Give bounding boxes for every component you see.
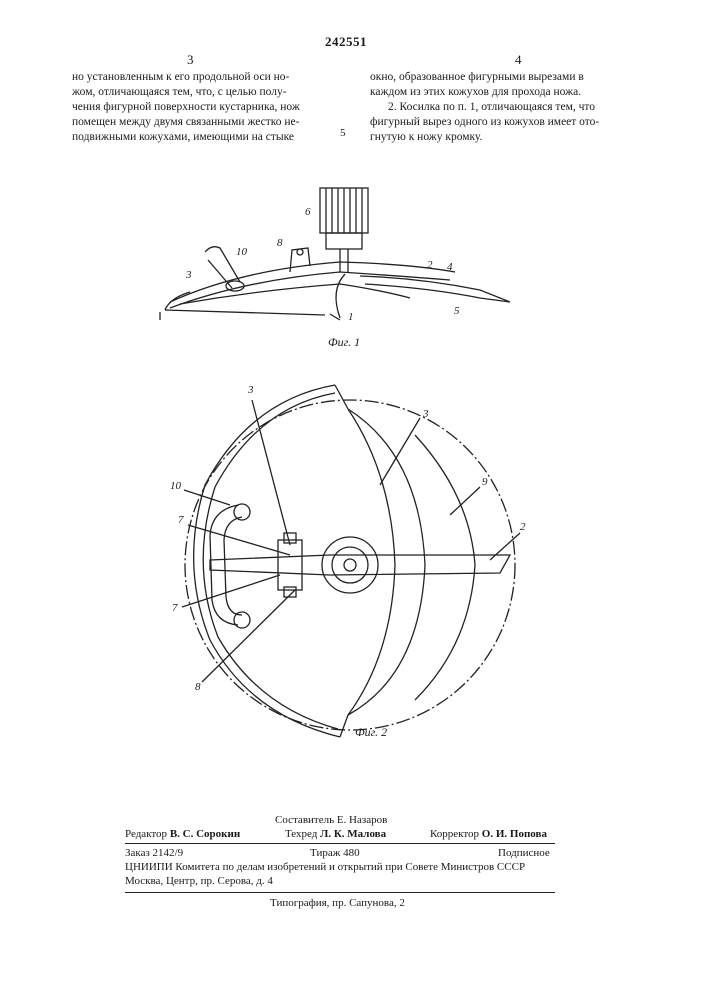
left-column-number: 3 (187, 52, 194, 68)
patent-number: 242551 (325, 34, 367, 50)
fig2-label-3b: 3 (422, 408, 429, 420)
address-line: Москва, Центр, пр. Серова, д. 4 (125, 874, 273, 888)
footer-divider-2 (125, 892, 555, 893)
line-marker: 5 (340, 127, 346, 139)
figure-2-caption: Фиг. 2 (355, 725, 387, 740)
fig1-label-5: 5 (454, 305, 460, 317)
fig1-label-3: 3 (185, 269, 192, 281)
right-line-1: окно, образованное фигурными вырезами в (370, 70, 625, 85)
fig2-label-9: 9 (482, 476, 488, 488)
fig1-label-2: 2 (427, 259, 433, 271)
order-number: Заказ 2142/9 (125, 846, 183, 860)
techred-label: Техред (285, 828, 317, 840)
subscription: Подписное (498, 846, 550, 860)
fig2-label-3a: 3 (247, 384, 254, 396)
left-line-4: помещен между двумя связанными жестко не… (72, 115, 327, 130)
fig2-label-10: 10 (170, 480, 182, 492)
left-line-2: жом, отличающаяся тем, что, с целью полу… (72, 85, 327, 100)
figure-1-caption: Фиг. 1 (328, 335, 360, 350)
fig2-label-8: 8 (195, 681, 201, 693)
fig2-label-7b: 7 (172, 602, 178, 614)
editor-label: Редактор (125, 828, 167, 840)
editor-name: В. С. Сорокин (170, 828, 240, 840)
left-line-5: подвижными кожухами, имеющими на стыке (72, 130, 327, 145)
right-column-number: 4 (515, 52, 522, 68)
outer-circle (185, 400, 515, 730)
fig2-label-2: 2 (520, 521, 526, 533)
left-column: но установленным к его продольной оси но… (72, 70, 327, 145)
editor-line: Редактор В. С. Сорокин (125, 827, 240, 841)
fig1-label-4: 4 (447, 261, 453, 273)
corrector-line: Корректор О. И. Попова (430, 827, 547, 841)
printing-line: Типография, пр. Сапунова, 2 (270, 896, 405, 910)
techred-name: Л. К. Малова (320, 828, 386, 840)
right-column: окно, образованное фигурными вырезами в … (370, 70, 625, 145)
footer-divider (125, 843, 555, 844)
figure-2-drawing: 3 3 9 10 7 2 7 8 (170, 375, 530, 750)
compiler-line: Составитель Е. Назаров (275, 813, 387, 827)
fig2-label-7a: 7 (178, 514, 184, 526)
techred-line: Техред Л. К. Малова (285, 827, 386, 841)
right-line-5: гнутую к ножу кромку. (370, 130, 625, 145)
institute-line: ЦНИИПИ Комитета по делам изобретений и о… (125, 860, 525, 874)
right-line-4: фигурный вырез одного из кожухов имеет о… (370, 115, 625, 130)
fig1-label-6: 6 (305, 206, 311, 218)
right-line-2: каждом из этих кожухов для прохода ножа. (370, 85, 625, 100)
figure-1-drawing: 6 8 10 3 2 4 5 1 (150, 180, 550, 355)
corrector-label: Корректор (430, 828, 479, 840)
circulation: Тираж 480 (310, 846, 360, 860)
left-line-1: но установленным к его продольной оси но… (72, 70, 327, 85)
right-line-3: 2. Косилка по п. 1, отличающаяся тем, чт… (370, 100, 625, 115)
fig1-label-10: 10 (236, 246, 248, 258)
fig1-label-1: 1 (348, 311, 354, 323)
corrector-name: О. И. Попова (482, 828, 547, 840)
left-line-3: чения фигурной поверхности кустарника, н… (72, 100, 327, 115)
fig1-label-8: 8 (277, 237, 283, 249)
